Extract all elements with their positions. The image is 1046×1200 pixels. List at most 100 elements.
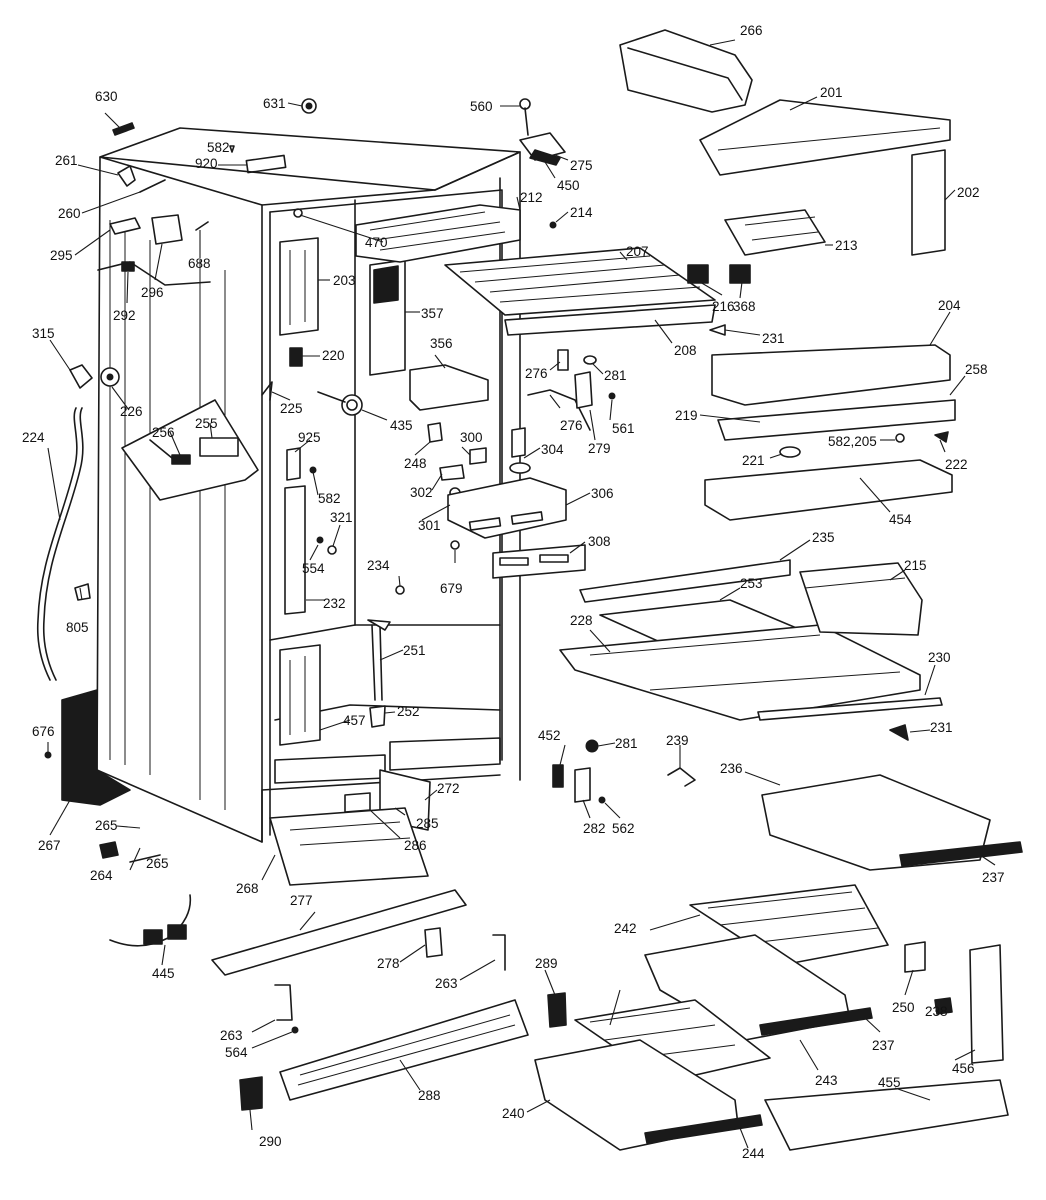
- callout-label-272: 272: [437, 781, 460, 796]
- callout-label-276b: 276: [560, 418, 583, 433]
- callout-label-260: 260: [58, 206, 81, 221]
- callout-label-582b: 582: [318, 491, 341, 506]
- callout-label-222: 222: [945, 457, 968, 472]
- top-hinge-parts: [97, 98, 317, 286]
- callout-label-306: 306: [591, 486, 614, 501]
- callout-label-220: 220: [322, 348, 345, 363]
- callout-label-224: 224: [22, 430, 45, 445]
- callout-label-243: 243: [815, 1073, 838, 1088]
- callout-label-321: 321: [330, 510, 353, 525]
- callout-label-301: 301: [418, 518, 441, 533]
- callout-label-289: 289: [535, 956, 558, 971]
- callout-label-267: 267: [38, 838, 61, 853]
- callout-label-285: 285: [416, 816, 439, 831]
- callout-label-216: 216: [712, 299, 735, 314]
- callout-label-277: 277: [290, 893, 313, 908]
- callout-label-279: 279: [588, 441, 611, 456]
- crisper-drawers: [99, 841, 1009, 1151]
- callout-label-261: 261: [55, 153, 78, 168]
- callout-label-265a: 265: [95, 818, 118, 833]
- callout-label-275: 275: [570, 158, 593, 173]
- callout-label-253: 253: [740, 576, 763, 591]
- callout-label-252: 252: [397, 704, 420, 719]
- callout-label-292: 292: [113, 308, 136, 323]
- callout-label-244: 244: [742, 1146, 765, 1161]
- callout-label-255: 255: [195, 416, 218, 431]
- callout-label-265b: 265: [146, 856, 169, 871]
- callout-label-435: 435: [390, 418, 413, 433]
- callout-label-213: 213: [835, 238, 858, 253]
- callout-label-263b: 263: [435, 976, 458, 991]
- callout-label-250: 250: [892, 1000, 915, 1015]
- callout-label-263a: 263: [220, 1028, 243, 1043]
- callout-label-631: 631: [263, 96, 286, 111]
- callout-label-235: 235: [812, 530, 835, 545]
- callout-label-290: 290: [259, 1134, 282, 1149]
- callout-label-281b: 281: [615, 736, 638, 751]
- callout-label-237b: 237: [872, 1038, 895, 1053]
- callout-label-225: 225: [280, 401, 303, 416]
- callout-label-445: 445: [152, 966, 175, 981]
- callout-label-368: 368: [733, 299, 756, 314]
- callout-label-288: 288: [418, 1088, 441, 1103]
- callout-label-212: 212: [520, 190, 543, 205]
- callout-label-805: 805: [66, 620, 89, 635]
- callout-label-219: 219: [675, 408, 698, 423]
- callout-label-207: 207: [626, 244, 649, 259]
- freezer-shelves: [355, 98, 716, 336]
- callout-label-266: 266: [740, 23, 763, 38]
- callout-label-452: 452: [538, 728, 561, 743]
- callout-label-234: 234: [367, 558, 390, 573]
- callout-label-308: 308: [588, 534, 611, 549]
- cabinet-body: [96, 127, 521, 843]
- callout-label-248: 248: [404, 456, 427, 471]
- callout-label-203: 203: [333, 273, 356, 288]
- callout-label-296: 296: [141, 285, 164, 300]
- callout-label-582a: 582: [207, 140, 230, 155]
- callout-label-237a: 237: [982, 870, 1005, 885]
- callout-label-676: 676: [32, 724, 55, 739]
- callout-label-457: 457: [343, 713, 366, 728]
- callout-label-455: 455: [878, 1075, 901, 1090]
- callout-label-315: 315: [32, 326, 55, 341]
- callout-label-240: 240: [502, 1106, 525, 1121]
- callout-label-561: 561: [612, 421, 635, 436]
- callout-label-564: 564: [225, 1045, 248, 1060]
- callout-label-302: 302: [410, 485, 433, 500]
- callout-label-258: 258: [965, 362, 988, 377]
- callout-label-204: 204: [938, 298, 961, 313]
- callout-label-630: 630: [95, 89, 118, 104]
- callout-label-562: 562: [612, 821, 635, 836]
- fresh-food-shelves: [552, 559, 1023, 871]
- callout-label-276a: 276: [525, 366, 548, 381]
- callout-label-230: 230: [928, 650, 951, 665]
- callout-label-454: 454: [889, 512, 912, 527]
- callout-label-231a: 231: [762, 331, 785, 346]
- callout-label-282: 282: [583, 821, 606, 836]
- callout-label-215: 215: [904, 558, 927, 573]
- callout-label-221: 221: [742, 453, 765, 468]
- callout-label-925: 925: [298, 430, 321, 445]
- callout-label-560: 560: [470, 99, 493, 114]
- callout-label-242: 242: [614, 921, 637, 936]
- callout-label-208: 208: [674, 343, 697, 358]
- callout-label-304: 304: [541, 442, 564, 457]
- callout-label-278: 278: [377, 956, 400, 971]
- callout-label-356: 356: [430, 336, 453, 351]
- callout-label-450: 450: [557, 178, 580, 193]
- callout-label-688: 688: [188, 256, 211, 271]
- callout-label-300: 300: [460, 430, 483, 445]
- left-side-components: [36, 364, 259, 806]
- callout-label-238: 238: [925, 1004, 948, 1019]
- callout-label-202: 202: [957, 185, 980, 200]
- callout-label-264: 264: [90, 868, 113, 883]
- callout-label-268: 268: [236, 881, 259, 896]
- callout-label-239: 239: [666, 733, 689, 748]
- leader-lines: [47, 39, 996, 1149]
- callout-label-920: 920: [195, 156, 218, 171]
- callout-label-226: 226: [120, 404, 143, 419]
- freezer-controls: [317, 259, 616, 579]
- callout-label-295: 295: [50, 248, 73, 263]
